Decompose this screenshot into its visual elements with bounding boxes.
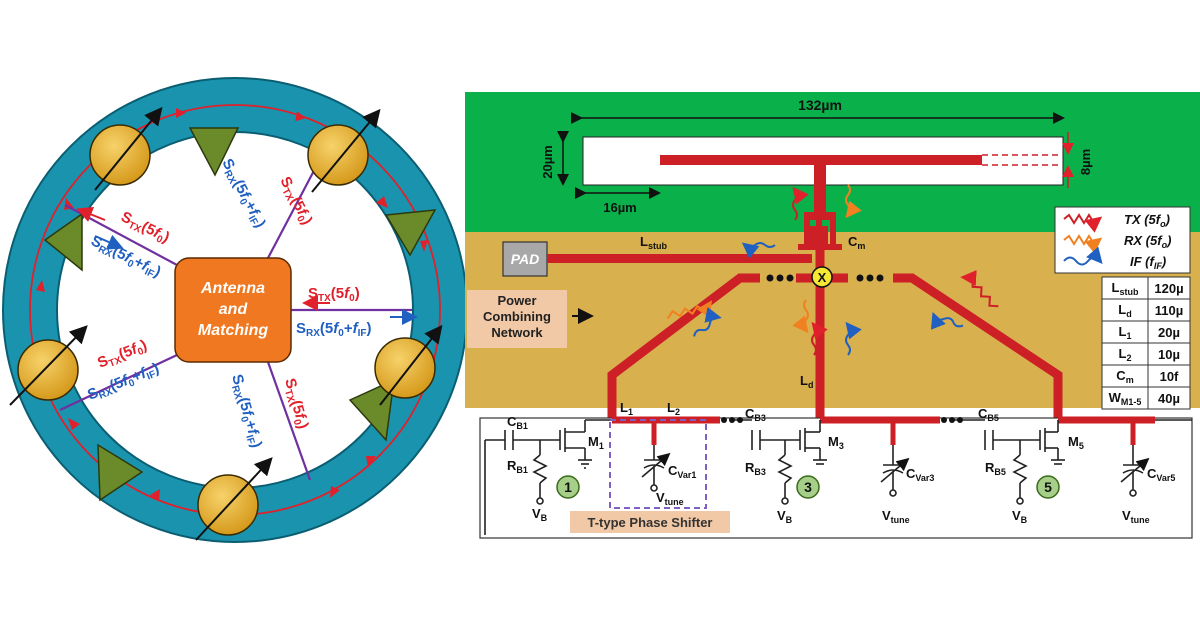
param-row-cell-value [1147,386,1191,410]
ring-label-rx-upper-left: SRX(5f0+fIF) [87,232,163,282]
antenna-matching-box [174,257,292,363]
center-box-line3: Matching [198,322,268,339]
param-value: 40µ [1158,391,1180,406]
lstub-label: Lstub [640,234,667,251]
label-cvar5: CVar5 [1147,466,1175,483]
pcn-line1: Power [497,293,536,308]
label-vtune-1: Vtune [656,490,684,507]
label-rb5: RB5 [985,460,1006,477]
label-m5: M5 [1068,434,1084,451]
combiner-dots [766,274,884,282]
stage-numbers: 1 3 5 [556,475,1060,499]
phase-shifter-box [609,419,707,509]
ring-label-rx-lower-left: SRX(5f0+fIF) [85,360,162,406]
label-rb1: RB1 [507,458,528,475]
param-name: WM1-5 [1109,390,1142,407]
label-vb-5: VB [1012,508,1028,525]
label-cvar1: CVar1 [668,463,696,480]
phase-shifter-ball-right [374,324,443,406]
legend-if: IF (fIF) [1130,254,1166,271]
dim-16: 16µm [603,200,637,215]
ld-label: Ld [800,373,813,390]
pad-label: PAD [511,251,540,267]
center-box-line2: and [219,301,249,318]
stage-number-3: 3 [804,479,812,495]
feed-lines [59,162,412,481]
param-name: L2 [1119,346,1132,363]
label-cb5: CB5 [978,406,999,423]
center-box-line1: Antenna [200,280,265,297]
ring-label-tx-lower-left: STX(5f0) [95,337,150,374]
stage-dots [721,417,963,423]
x-node-label: X [818,270,827,285]
dim-8: 8µm [1078,149,1093,175]
label-vtune-5: Vtune [1122,508,1150,525]
pad [502,241,548,277]
param-value: 110µ [1155,303,1183,318]
label-vb-1: VB [532,506,548,523]
dim-20: 20µm [540,145,555,179]
cm-label: Cm [848,234,865,251]
pcn-line2: Combining [483,309,551,324]
chip-layout: Cm 132µm 20µm 16µm 8µm PAD Lstub X Ld [465,92,1200,420]
label-cb3: CB3 [745,406,766,423]
legend: TX (5fo) RX (5fo) IF (fIF) [1054,206,1191,274]
param-name: Lstub [1112,280,1139,297]
phase-shifter-ball-top-right [307,108,381,193]
label-m1: M1 [588,434,604,451]
ring-label-tx-lower-right: STX(5f0) [279,376,312,431]
param-value: 120µ [1154,281,1183,296]
phase-shifter-ball-top-left [89,106,163,191]
label-l2: L2 [667,400,680,417]
label-vb-3: VB [777,508,793,525]
phase-shifter-ball-left [9,325,88,406]
ring-label-rx-right: SRX(5f0+fIF) [296,320,371,339]
dim-132: 132µm [798,97,842,113]
signal-waves [666,184,999,356]
ring-label-tx-upper-left: STX(5f0) [117,208,172,248]
param-name: L1 [1119,324,1132,341]
label-vtune-3: Vtune [882,508,910,525]
label-m3: M3 [828,434,844,451]
ring-label-tx-right: STX(5f0) [308,285,360,304]
legend-tx: TX (5fo) [1124,212,1170,229]
phase-shifter-tag-label: T-type Phase Shifter [588,515,713,530]
stage-number-1: 1 [564,479,572,495]
param-value: 10µ [1158,347,1180,362]
stage-number-5: 5 [1044,479,1052,495]
cm-capacitor [798,212,842,250]
label-cb1: CB1 [507,414,528,431]
param-value: 10f [1160,369,1179,384]
pcn-tag [467,290,567,348]
pcn-line3: Network [491,325,543,340]
ring-label-rx-lower-right: SRX(5f0+fIF) [226,372,265,450]
legend-rx: RX (5fo) [1124,233,1171,250]
ring-diagram: Antenna and Matching STX(5f0) SRX(5f0+fI… [2,77,468,543]
label-rb3: RB3 [745,460,766,477]
param-name: Cm [1116,368,1133,385]
param-value: 20µ [1158,325,1180,340]
param-name: Ld [1118,302,1131,319]
ring-label-tx-upper-right: STX(5f0) [275,174,316,229]
label-l1: L1 [620,400,633,417]
circuit-labels: CB1 RB1 M1 L1 L2 CVar1 Vtune VB CB3 RB3 … [507,400,1175,525]
phase-shifter-tag [570,511,730,533]
label-cvar3: CVar3 [906,466,934,483]
amplifier-triangles [43,127,437,502]
x-node [811,266,833,288]
phase-shifter-balls [9,106,443,541]
phase-shifter-ball-bottom [195,457,273,541]
